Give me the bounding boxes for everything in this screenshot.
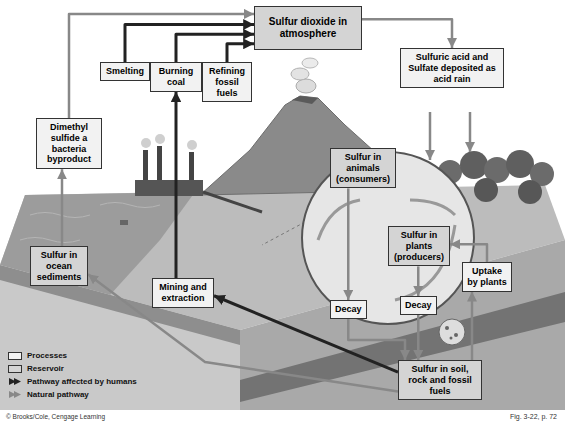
tree [460, 151, 488, 179]
microbe [450, 337, 453, 340]
process-box: Decay [330, 300, 367, 319]
smoke [296, 79, 316, 93]
smoke [155, 134, 165, 144]
legend-row: Reservoir [8, 362, 137, 375]
reservoir-box: Sulfur in animals (consumers) [330, 148, 396, 188]
legend-arrow-shape [9, 391, 21, 398]
natural-pathway-arrow [69, 14, 254, 118]
legend-arrow [8, 390, 22, 399]
process-box: Smelting [100, 62, 150, 81]
process-box: Burning coal [150, 62, 202, 92]
smoke [187, 140, 197, 150]
acid-rain-arrow [469, 112, 472, 152]
natural-pathway-arrow [348, 319, 405, 360]
natural-pathway-arrow [362, 19, 452, 48]
legend-swatch [8, 352, 22, 360]
figure-reference: Fig. 3-22, p. 72 [510, 413, 557, 420]
magnifier-leader [262, 222, 305, 245]
waves [20, 203, 160, 243]
tree [474, 178, 498, 202]
legend-text: Pathway affected by humans [27, 377, 137, 386]
natural-pathway-arrow [450, 244, 487, 262]
microbe [445, 326, 449, 330]
node-text: Decay [405, 300, 432, 311]
node-text: Dimethyl sulfide a bacteria byproduct [41, 122, 97, 165]
node-text: Burning coal [155, 66, 197, 88]
crater [292, 96, 318, 104]
process-box: Sulfuric acid and Sulfate deposited as a… [400, 48, 504, 88]
node-text: Sulfuric acid and Sulfate deposited as a… [405, 52, 499, 84]
human-pathway-arrow [214, 296, 398, 372]
legend-row: Processes [8, 349, 137, 362]
decomposer-circle [439, 319, 465, 345]
process-box: Dimethyl sulfide a bacteria byproduct [36, 118, 102, 169]
smokestack [157, 146, 162, 180]
rig [120, 220, 128, 225]
reservoir-box: Sulfur in ocean sediments [30, 246, 88, 286]
node-text: Uptake by plants [467, 266, 507, 288]
natural-pathway-arrow [347, 188, 350, 300]
process-box: Mining and extraction [152, 278, 214, 308]
acid-rain-arrow [429, 112, 432, 160]
smokestack [143, 150, 148, 180]
natural-pathway-arrow [61, 169, 64, 246]
legend: ProcessesReservoirPathway affected by hu… [8, 349, 137, 401]
microbe [454, 333, 458, 337]
node-text: Sulfur in plants (producers) [393, 230, 445, 262]
smoke [291, 68, 309, 80]
process-box: Decay [400, 296, 437, 315]
smoke [141, 138, 151, 148]
human-pathway-arrow [175, 92, 178, 278]
node-text: Refining fossil fuels [207, 66, 247, 98]
human-pathway-arrow [227, 44, 254, 62]
legend-swatch [8, 365, 22, 373]
pipeline [203, 192, 262, 212]
reservoir-box: Sulfur dioxide in atmosphere [254, 6, 362, 50]
node-text: Mining and extraction [157, 282, 209, 304]
block-front-left [0, 265, 240, 410]
magnifier-circle [302, 152, 474, 324]
tree [506, 150, 534, 178]
volcano [200, 96, 430, 195]
fossil-fuel-layer [240, 292, 565, 402]
human-pathway-arrow [125, 24, 254, 62]
node-text: Smelting [105, 66, 145, 77]
cycle-arc [318, 200, 360, 240]
natural-pathway-arrow [471, 292, 474, 360]
node-text: Sulfur in animals (consumers) [335, 152, 391, 184]
legend-row: Natural pathway [8, 388, 137, 401]
tree [518, 180, 542, 204]
copyright-note: © Brooks/Cole, Cengage Learning [6, 413, 105, 420]
node-text: Sulfur dioxide in atmosphere [261, 16, 355, 40]
human-pathway-arrow [176, 34, 254, 62]
cycle-arc [410, 200, 455, 215]
legend-row: Pathway affected by humans [8, 375, 137, 388]
process-box: Refining fossil fuels [202, 62, 252, 102]
node-text: Decay [335, 304, 362, 315]
legend-arrow [8, 377, 22, 386]
factory [135, 180, 203, 196]
legend-arrow-shape [9, 378, 21, 385]
natural-pathway-arrow [417, 315, 420, 360]
legend-text: Reservoir [27, 364, 64, 373]
smoke [302, 58, 318, 68]
node-text: Sulfur in soil, rock and fossil fuels [403, 364, 477, 396]
natural-pathway-arrow [88, 274, 398, 391]
natural-pathway-arrow [417, 266, 420, 296]
smokestack [189, 152, 194, 180]
legend-text: Natural pathway [27, 390, 89, 399]
process-box: Uptake by plants [462, 262, 512, 292]
node-text: Sulfur in ocean sediments [35, 250, 83, 282]
legend-text: Processes [27, 351, 67, 360]
reservoir-box: Sulfur in soil, rock and fossil fuels [398, 360, 482, 400]
reservoir-box: Sulfur in plants (producers) [388, 226, 450, 266]
